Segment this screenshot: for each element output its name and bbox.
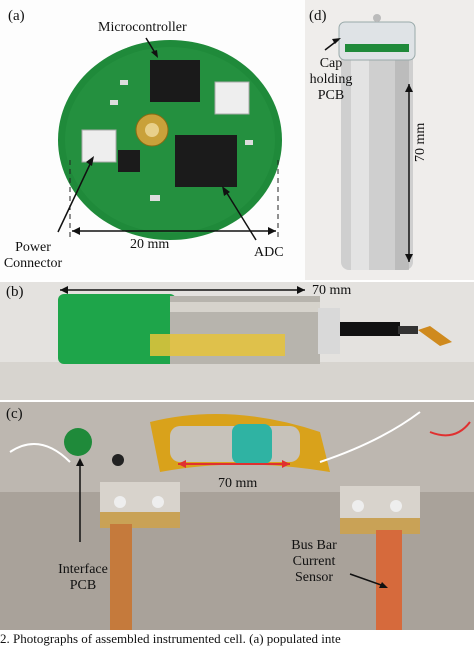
interface-pcb-label: Interface PCB — [58, 562, 108, 593]
panel-a: (a) Microcontroller Power Connector 20 m… — [0, 0, 305, 280]
adc-label: ADC — [254, 245, 284, 260]
cap-pcb — [345, 44, 409, 52]
figure-caption: 2. Photographs of assembled instrumented… — [0, 631, 341, 646]
dimension-label-b: 70 mm — [312, 283, 352, 298]
cap-holding-pcb-label: Cap holding PCB — [309, 56, 353, 103]
panel-b: (b) 70 mm — [0, 282, 474, 400]
teal-tape — [232, 424, 272, 464]
panel-c-photo — [0, 402, 474, 630]
panel-a-tag: (a) — [8, 8, 25, 24]
adc-chip — [175, 135, 237, 187]
dimension-label-20mm: 20 mm — [130, 237, 170, 252]
microcontroller-label: Microcontroller — [98, 20, 187, 35]
connector-right — [214, 81, 250, 115]
interface-pcb — [64, 428, 92, 456]
panel-a-photo — [0, 0, 305, 280]
panel-c: (c) 70 mm Interface PCB Bus Bar Current … — [0, 402, 474, 630]
bus-bar-left — [110, 524, 132, 630]
panel-d-tag: (d) — [309, 8, 327, 24]
flex-cable — [418, 326, 452, 346]
cap — [338, 21, 416, 61]
panel-b-photo — [0, 282, 474, 400]
panel-d: (d) Cap holding PCB 70 mm — [305, 0, 474, 280]
kapton-tape — [150, 334, 285, 356]
dimension-label-d: 70 mm — [413, 122, 428, 162]
dimension-label-c: 70 mm — [218, 476, 258, 491]
bus-bar-current-sensor-label: Bus Bar Current Sensor — [291, 538, 337, 585]
microcontroller-chip — [150, 60, 200, 102]
panel-c-tag: (c) — [6, 406, 23, 422]
panel-b-tag: (b) — [6, 284, 24, 300]
panel-d-photo — [305, 0, 474, 280]
power-connector-socket — [81, 129, 117, 163]
green-wrap — [58, 294, 176, 364]
black-cable — [340, 322, 400, 336]
bus-bar-right — [376, 530, 402, 630]
power-connector-label: Power Connector — [3, 240, 63, 271]
